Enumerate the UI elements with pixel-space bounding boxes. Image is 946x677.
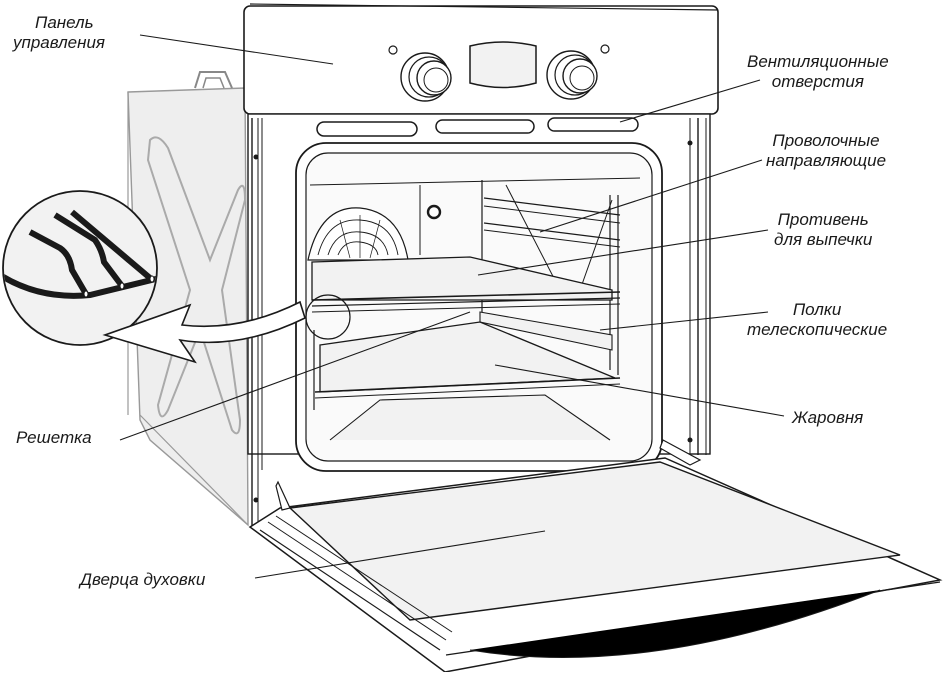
leader-telescopic-shelves bbox=[599, 311, 769, 331]
label-grid: Решетка bbox=[16, 428, 92, 448]
label-text: для выпечки bbox=[774, 230, 873, 249]
leader-oven-door bbox=[254, 530, 546, 579]
label-text: Вентиляционные bbox=[747, 52, 889, 71]
leader-grid bbox=[119, 311, 471, 441]
label-text: Полки bbox=[792, 300, 842, 319]
label-oven-door: Дверца духовки bbox=[80, 570, 205, 590]
label-telescopic-shelves: Полки телескопические bbox=[747, 300, 887, 340]
detail-source-circle bbox=[305, 294, 351, 340]
label-text: Проволочные bbox=[772, 131, 880, 150]
curved-arrow-icon bbox=[102, 300, 306, 364]
label-text: Дверца духовки bbox=[80, 570, 206, 589]
leader-baking-tray bbox=[477, 229, 769, 276]
leader-roasting-pan bbox=[494, 364, 785, 417]
label-control-panel: Панель управления bbox=[13, 13, 105, 53]
label-text: управления bbox=[13, 33, 106, 52]
label-wire-guides: Проволочные направляющие bbox=[766, 131, 886, 171]
label-text: Противень bbox=[777, 210, 869, 229]
label-text: Жаровня bbox=[792, 408, 864, 427]
convection-fan-icon bbox=[307, 207, 409, 261]
leader-lines bbox=[119, 34, 785, 579]
door-hinge-left bbox=[275, 480, 291, 511]
label-roasting-pan: Жаровня bbox=[792, 408, 863, 428]
door-hinge-right bbox=[659, 439, 702, 466]
label-text: Решетка bbox=[16, 428, 92, 447]
leader-wire-guides bbox=[539, 159, 763, 233]
control-knob-icon[interactable] bbox=[546, 50, 598, 100]
label-text: отверстия bbox=[771, 72, 864, 91]
zoomed-rack-detail-circle bbox=[2, 190, 158, 346]
control-knob-icon[interactable] bbox=[400, 52, 452, 102]
label-text: Панель bbox=[35, 13, 94, 32]
ventilation-slots bbox=[316, 117, 639, 137]
leader-vents bbox=[619, 79, 761, 123]
control-panel bbox=[388, 41, 610, 102]
label-vents: Вентиляционные отверстия bbox=[747, 52, 889, 92]
label-baking-tray: Противень для выпечки bbox=[774, 210, 872, 250]
display-panel-icon bbox=[469, 41, 537, 89]
oven-lamp-icon bbox=[426, 204, 442, 220]
leader-control-panel bbox=[139, 34, 334, 65]
oven-door bbox=[248, 439, 943, 673]
indicator-light-left bbox=[388, 45, 398, 55]
oven-cavity bbox=[295, 142, 663, 472]
label-text: направляющие bbox=[766, 151, 887, 170]
label-text: телескопические bbox=[747, 320, 888, 339]
indicator-light-right bbox=[600, 44, 610, 54]
